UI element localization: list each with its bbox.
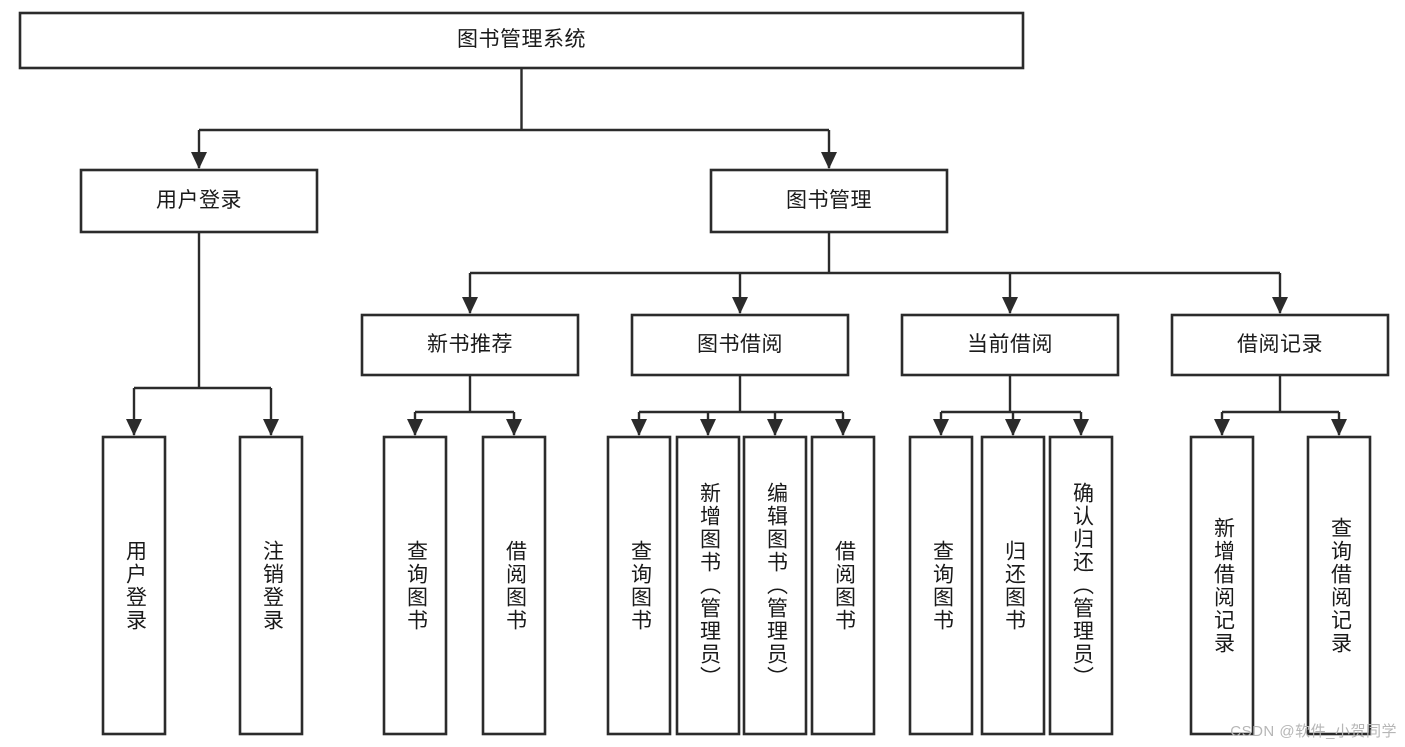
leaf-box-8[interactable] — [908, 435, 974, 736]
leaf-box-5[interactable] — [675, 435, 741, 736]
leaf-box-12[interactable] — [1306, 435, 1372, 736]
leaf-box-9[interactable] — [980, 435, 1046, 736]
leaf-box-10[interactable] — [1048, 435, 1114, 736]
level3-box-0[interactable] — [360, 313, 580, 377]
level3-box-1[interactable] — [630, 313, 850, 377]
arrow-head-icon-leaf-10 — [1073, 419, 1089, 436]
arrow-head-icon-leaf-12 — [1331, 419, 1347, 436]
arrow-head-icon-leaf-5 — [700, 419, 716, 436]
level2-box-1[interactable] — [709, 168, 949, 234]
arrow-head-icon-leaf-9 — [1005, 419, 1021, 436]
leaf-box-0[interactable] — [101, 435, 167, 736]
arrow-head-icon-level3-0 — [462, 297, 478, 314]
leaf-box-7[interactable] — [810, 435, 876, 736]
arrow-head-icon-level3-3 — [1272, 297, 1288, 314]
level2-box-0[interactable] — [79, 168, 319, 234]
leaf-box-11[interactable] — [1189, 435, 1255, 736]
arrow-head-icon-leaf-1 — [263, 419, 279, 436]
arrow-head-icon-level3-1 — [732, 297, 748, 314]
leaf-box-3[interactable] — [481, 435, 547, 736]
watermark-text: CSDN @软件_小贺同学 — [1230, 723, 1397, 740]
root-box-0[interactable] — [18, 11, 1025, 70]
leaf-box-6[interactable] — [742, 435, 808, 736]
arrow-head-icon-leaf-0 — [126, 419, 142, 436]
leaf-box-1[interactable] — [238, 435, 304, 736]
arrow-head-icon-leaf-6 — [767, 419, 783, 436]
level3-box-2[interactable] — [900, 313, 1120, 377]
arrow-head-icon-level2-0 — [191, 152, 207, 169]
arrow-head-icon-leaf-11 — [1214, 419, 1230, 436]
leaf-box-4[interactable] — [606, 435, 672, 736]
arrow-head-icon-level3-2 — [1002, 297, 1018, 314]
arrow-head-icon-leaf-4 — [631, 419, 647, 436]
connector-layer — [126, 68, 1347, 436]
leaf-box-2[interactable] — [382, 435, 448, 736]
level3-box-3[interactable] — [1170, 313, 1390, 377]
box-layer — [18, 11, 1390, 736]
arrow-head-icon-leaf-7 — [835, 419, 851, 436]
arrow-head-icon-leaf-3 — [506, 419, 522, 436]
arrow-head-icon-level2-1 — [821, 152, 837, 169]
arrow-head-icon-leaf-2 — [407, 419, 423, 436]
arrow-head-icon-leaf-8 — [933, 419, 949, 436]
